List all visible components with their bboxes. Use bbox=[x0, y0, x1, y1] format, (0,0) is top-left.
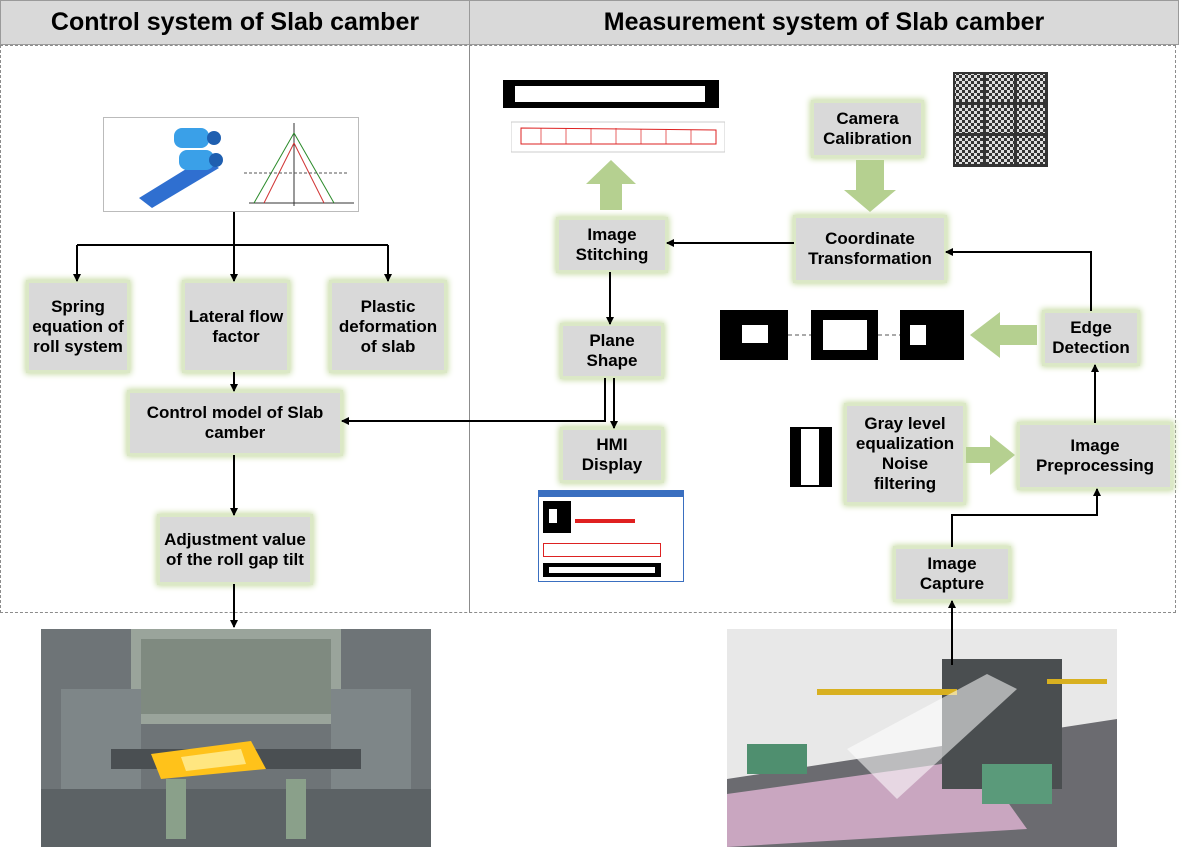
arrow-capture-to-preproc bbox=[951, 488, 1101, 547]
measurement-system-header: Measurement system of Slab camber bbox=[469, 0, 1179, 45]
edge-detection-box: Edge Detection bbox=[1045, 313, 1137, 363]
camera-mill-photo bbox=[727, 629, 1117, 847]
stitched-slab-image bbox=[503, 80, 719, 108]
roll-model-figure bbox=[103, 117, 359, 212]
system-divider bbox=[469, 45, 470, 613]
camber-chart-image bbox=[510, 120, 726, 160]
rolling-mill-photo bbox=[41, 629, 431, 847]
edge-image-1 bbox=[720, 310, 788, 360]
plastic-deformation-box: Plastic deformation of slab bbox=[332, 283, 444, 370]
gray-level-image bbox=[790, 427, 832, 487]
system-frame bbox=[0, 45, 1176, 613]
lateral-flow-box: Lateral flow factor bbox=[185, 283, 287, 370]
image-preprocessing-box: Image Preprocessing bbox=[1020, 425, 1170, 487]
control-model-box: Control model of Slab camber bbox=[130, 393, 340, 453]
calibration-checkerboard-image bbox=[953, 72, 1048, 167]
gray-level-box: Gray level equalization Noise filtering bbox=[847, 406, 963, 502]
green-arrow-calibration-down bbox=[844, 160, 896, 212]
arrow-edge-to-coord bbox=[945, 248, 1092, 311]
edge-image-2 bbox=[811, 310, 878, 360]
hmi-screenshot bbox=[538, 490, 684, 582]
adjustment-value-box: Adjustment value of the roll gap tilt bbox=[160, 517, 310, 582]
arrow-plane-to-model bbox=[341, 378, 606, 425]
plane-shape-box: Plane Shape bbox=[563, 326, 661, 376]
edge-image-3 bbox=[900, 310, 964, 360]
camera-calibration-box: Camera Calibration bbox=[814, 103, 921, 155]
green-arrow-gray-right bbox=[966, 435, 1015, 475]
spring-equation-box: Spring equation of roll system bbox=[29, 283, 127, 370]
control-system-header: Control system of Slab camber bbox=[0, 0, 470, 45]
image-stitching-box: Image Stitching bbox=[559, 220, 665, 270]
image-capture-box: Image Capture bbox=[896, 549, 1008, 599]
coordinate-transformation-box: Coordinate Transformation bbox=[796, 218, 944, 280]
green-arrow-stitching-up bbox=[586, 160, 636, 210]
green-arrow-edge-left bbox=[970, 312, 1037, 358]
hmi-display-box: HMI Display bbox=[563, 430, 661, 480]
